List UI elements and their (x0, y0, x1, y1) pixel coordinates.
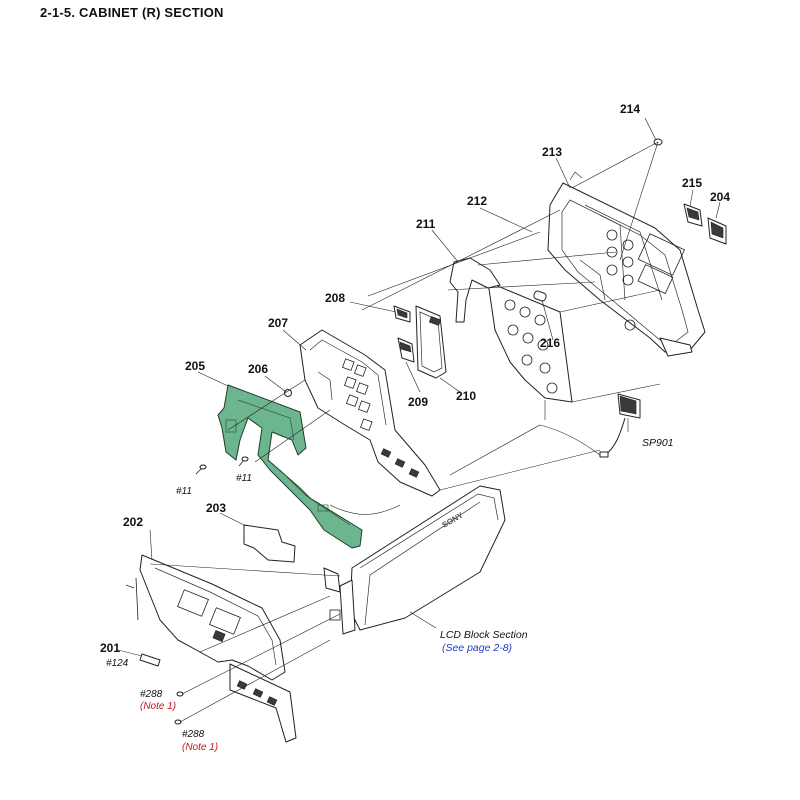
callout-209: 209 (408, 395, 428, 409)
page-title: 2-1-5. CABINET (R) SECTION (40, 5, 224, 20)
note-label-b: (Note 1) (182, 742, 218, 753)
part-206-screw[interactable] (284, 389, 292, 397)
lcd-block[interactable]: SONY (323, 485, 506, 635)
screw-label-288-a: #288 (140, 689, 163, 700)
callout-216: 216 (540, 336, 560, 350)
part-208-button[interactable] (393, 305, 411, 323)
callout-207: 207 (268, 316, 288, 330)
part-203-sheet[interactable] (243, 524, 296, 563)
screw-label-288-b: #288 (182, 729, 205, 740)
part-213-rear-cabinet[interactable] (547, 171, 706, 357)
callout-203: 203 (206, 501, 226, 515)
screw-288-a[interactable] (176, 691, 184, 697)
callout-202: 202 (123, 515, 143, 529)
callout-206: 206 (248, 362, 268, 376)
callout-208: 208 (325, 291, 345, 305)
screw-label-11-right: #11 (236, 473, 252, 484)
part-209-switch[interactable] (397, 337, 415, 363)
screw-11-left[interactable] (195, 464, 207, 475)
screw-label-11-left: #11 (176, 486, 192, 497)
callout-labels: 214 213 215 204 212 211 208 207 206 205 … (100, 102, 730, 753)
part-202-chassis[interactable] (125, 554, 297, 743)
part-sp901-speaker[interactable] (599, 393, 641, 458)
callout-204: 204 (710, 190, 730, 204)
lcd-block-label: LCD Block Section (440, 629, 528, 641)
part-210-cover[interactable] (415, 305, 447, 379)
callout-205: 205 (185, 359, 205, 373)
part-204-bracket[interactable] (707, 217, 727, 245)
callout-210: 210 (456, 389, 476, 403)
callout-213: 213 (542, 145, 562, 159)
part-201-plate[interactable] (139, 653, 161, 667)
part-211-bracket[interactable] (449, 257, 501, 323)
lcd-block-page-link[interactable]: (See page 2-8) (442, 642, 512, 654)
leader-lines (117, 117, 721, 723)
part-212-board[interactable] (487, 281, 573, 403)
callout-201: 201 (100, 641, 120, 655)
screw-11-right[interactable] (238, 456, 249, 467)
screw-288-b[interactable] (174, 719, 182, 725)
note-label-a: (Note 1) (140, 701, 176, 712)
callout-214: 214 (620, 102, 640, 116)
callout-215: 215 (682, 176, 702, 190)
callout-211: 211 (416, 217, 436, 231)
part-216-pad[interactable] (533, 290, 547, 302)
callout-212: 212 (467, 194, 487, 208)
part-215-bracket[interactable] (683, 203, 703, 227)
part-207-button-panel[interactable] (299, 329, 441, 497)
screw-label-124: #124 (106, 658, 129, 669)
callout-sp901: SP901 (642, 437, 674, 449)
